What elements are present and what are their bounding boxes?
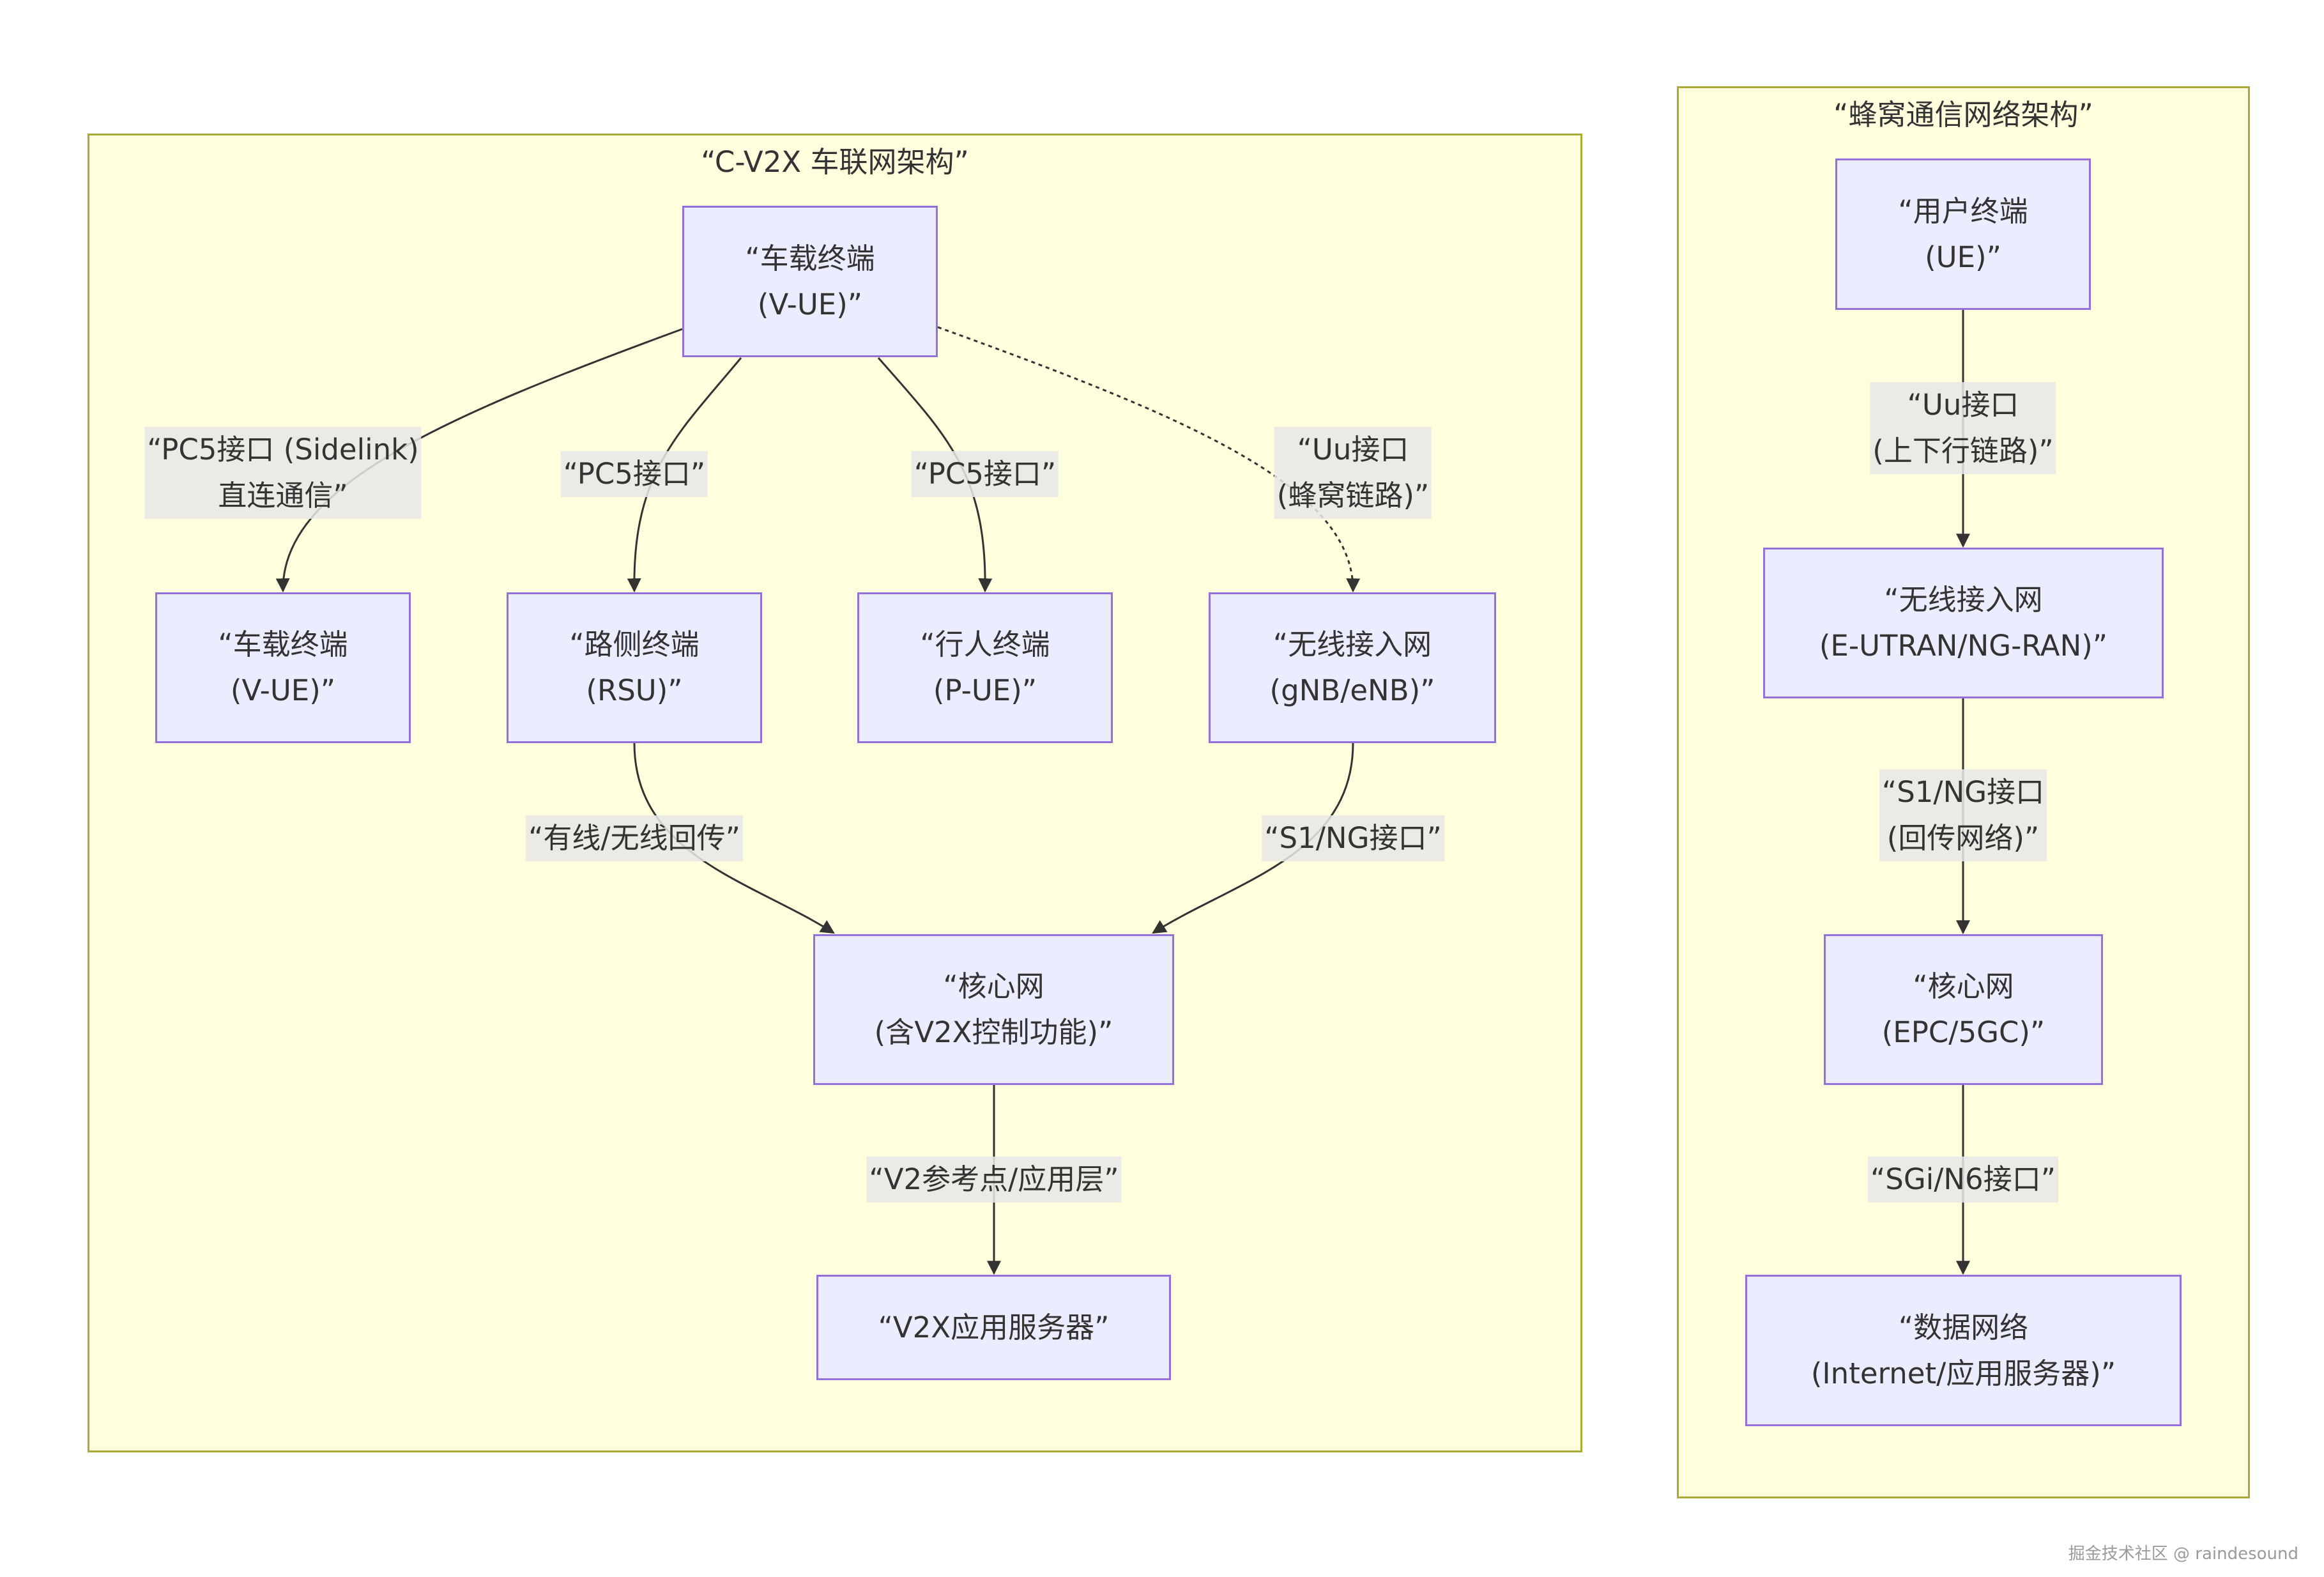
edge-label-sgi-n6-line1: “SGi/N6接口” (1870, 1162, 2056, 1196)
node-rsu-line2: (RSU)” (586, 673, 683, 707)
node-pue-line1: “行人终端 (920, 627, 1050, 661)
node-ran-line1: “无线接入网 (1273, 627, 1432, 661)
node-ue-line2: (UE)” (1925, 240, 2001, 274)
node-vue-source-line1: “车载终端 (745, 241, 875, 275)
edge-label-pc5-sidelink-line1: “PC5接口 (Sidelink) (147, 433, 419, 466)
edge-label-uu-cellular-line2: (蜂窝链路)” (1276, 479, 1430, 512)
edge-label-uu-cellular-line1: “Uu接口 (1297, 433, 1409, 466)
node-core-v2x-line1: “核心网 (943, 969, 1044, 1003)
node-v2x-server-line1: “V2X应用服务器” (878, 1310, 1110, 1344)
node-pue-line2: (P-UE)” (933, 673, 1037, 707)
edge-vue-to-ran (937, 326, 1361, 593)
edge-label-uu-updown-line2: (上下行链路)” (1872, 434, 2054, 468)
node-epc-line2: (EPC/5GC)” (1881, 1015, 2045, 1049)
node-vue-target-line1: “车载终端 (218, 627, 348, 661)
node-eutran: “无线接入网 (E-UTRAN/NG-RAN)” (1763, 548, 2164, 698)
node-vue-source-line2: (V-UE)” (757, 287, 863, 321)
node-ue: “用户终端 (UE)” (1835, 158, 2091, 310)
edge-label-s1ng-backhaul-line2: (回传网络)” (1886, 821, 2040, 855)
node-ran-line2: (gNB/eNB)” (1269, 673, 1435, 707)
node-data-network: “数据网络 (Internet/应用服务器)” (1745, 1275, 2182, 1426)
watermark: 掘金技术社区 @ raindesound (2068, 1544, 2298, 1564)
node-core-v2x-line2: (含V2X控制功能)” (874, 1015, 1113, 1049)
edge-label-sgi-n6: “SGi/N6接口” (1867, 1157, 2059, 1203)
node-vue-target-line2: (V-UE)” (230, 673, 336, 707)
edge-label-pc5-rsu: “PC5接口” (560, 451, 708, 497)
node-ue-line1: “用户终端 (1898, 194, 2028, 228)
edge-label-backhaul: “有线/无线回传” (526, 815, 743, 861)
edge-label-v2-reference-line1: “V2参考点/应用层” (869, 1162, 1119, 1196)
edge-label-pc5-rsu-line1: “PC5接口” (563, 457, 706, 491)
node-eutran-line1: “无线接入网 (1884, 583, 2043, 617)
edge-label-v2-reference: “V2参考点/应用层” (866, 1157, 1122, 1203)
edge-label-pc5-sidelink: “PC5接口 (Sidelink) 直连通信” (144, 427, 422, 519)
edge-label-s1ng-backhaul-line1: “S1/NG接口 (1881, 775, 2045, 809)
edge-label-s1ng-backhaul: “S1/NG接口 (回传网络)” (1879, 769, 2047, 861)
edge-label-uu-cellular: “Uu接口 (蜂窝链路)” (1274, 427, 1432, 519)
edge-label-s1ng: “S1/NG接口” (1262, 815, 1444, 861)
node-rsu-line1: “路侧终端 (569, 627, 699, 661)
edge-label-backhaul-line1: “有线/无线回传” (528, 821, 740, 855)
node-ran: “无线接入网 (gNB/eNB)” (1209, 592, 1496, 743)
edge-label-pc5-sidelink-line2: 直连通信” (218, 479, 348, 512)
edge-label-pc5-pue-line1: “PC5接口” (914, 457, 1057, 491)
edge-label-s1ng-line1: “S1/NG接口” (1264, 821, 1442, 855)
node-v2x-server: “V2X应用服务器” (816, 1275, 1171, 1380)
node-data-network-line1: “数据网络 (1898, 1310, 2029, 1344)
node-vue-target: “车载终端 (V-UE)” (155, 592, 411, 743)
cluster-cv2x-title: “C-V2X 车联网架构” (701, 145, 969, 179)
node-epc: “核心网 (EPC/5GC)” (1824, 934, 2103, 1085)
edge-label-pc5-pue: “PC5接口” (911, 451, 1059, 497)
edge-label-uu-updown-line1: “Uu接口 (1907, 388, 2019, 422)
cluster-cellular-title: “蜂窝通信网络架构” (1833, 98, 2093, 132)
node-data-network-line2: (Internet/应用服务器)” (1810, 1356, 2116, 1390)
node-epc-line1: “核心网 (1913, 969, 2014, 1003)
edge-label-uu-updown: “Uu接口 (上下行链路)” (1870, 382, 2056, 474)
node-pue: “行人终端 (P-UE)” (857, 592, 1113, 743)
node-eutran-line2: (E-UTRAN/NG-RAN)” (1819, 629, 2108, 663)
node-rsu: “路侧终端 (RSU)” (507, 592, 762, 743)
node-core-v2x: “核心网 (含V2X控制功能)” (813, 934, 1174, 1085)
node-vue-source: “车载终端 (V-UE)” (682, 206, 938, 357)
